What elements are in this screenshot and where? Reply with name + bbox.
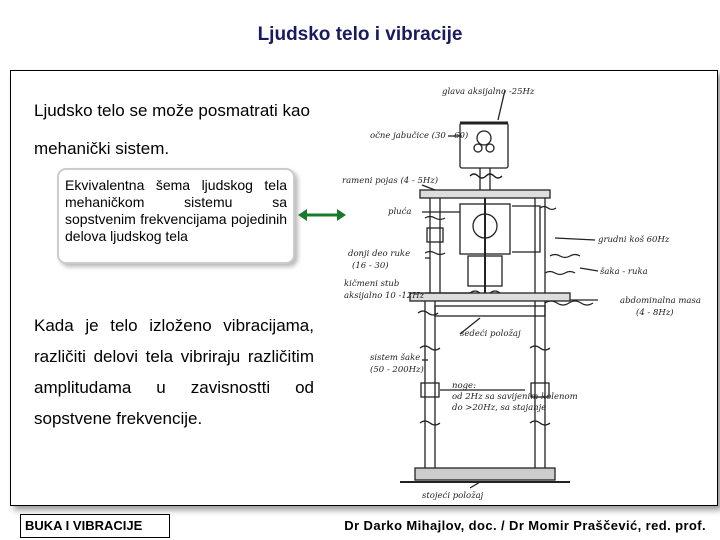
footer-authors: Dr Darko Mihajlov, doc. / Dr Momir Prašč… [344, 518, 706, 533]
label-forearm: donji deo ruke [348, 249, 410, 259]
label-shoulder: rameni pojas (4 - 5Hz) [342, 175, 438, 186]
label-abdomen-range: (4 - 8Hz) [636, 307, 674, 318]
label-hand: šaka - ruka [600, 266, 648, 277]
label-spine: kičmeni stub [344, 278, 399, 289]
label-legs-system: sistem šake [370, 352, 420, 363]
slide-title: Ljudsko telo i vibracije [257, 24, 463, 45]
label-lungs: pluća [388, 206, 411, 217]
label-forearm-range: (16 - 30) [352, 260, 389, 271]
double-arrow-icon [298, 209, 346, 221]
intro-text: Ljudsko telo se može posmatrati kao meha… [34, 101, 310, 158]
label-knees-standing: do >20Hz, sa stajanje [452, 403, 546, 413]
callout-box: Ekvivalentna šema ljudskog tela mehaničk… [57, 168, 295, 264]
label-legs-range: (50 - 200Hz) [370, 364, 424, 375]
footer-course-title: BUKA I VIBRACIJE [20, 514, 170, 538]
label-eyes: očne jabučice (30 - 60) [370, 130, 468, 141]
label-knees-bent: od 2Hz sa savijenim kolenom [452, 392, 578, 402]
label-head: glava aksijalno -25Hz [442, 87, 535, 97]
label-legs: noge: [452, 381, 476, 391]
label-seated: sedeći položaj [460, 328, 521, 339]
label-chest: grudni koš 60Hz [598, 234, 670, 245]
body-text: Kada je telo izloženo vibracijama, razli… [34, 316, 314, 428]
label-standing: stojeći položaj [422, 490, 484, 501]
body-mechanical-model-diagram: glava aksijalno -25Hz očne jabučice (30 … [342, 87, 701, 501]
label-abdomen: abdominalna masa [620, 296, 701, 306]
content-frame [10, 70, 718, 506]
label-spine-axial: aksijalno 10 -12Hz [344, 291, 425, 301]
